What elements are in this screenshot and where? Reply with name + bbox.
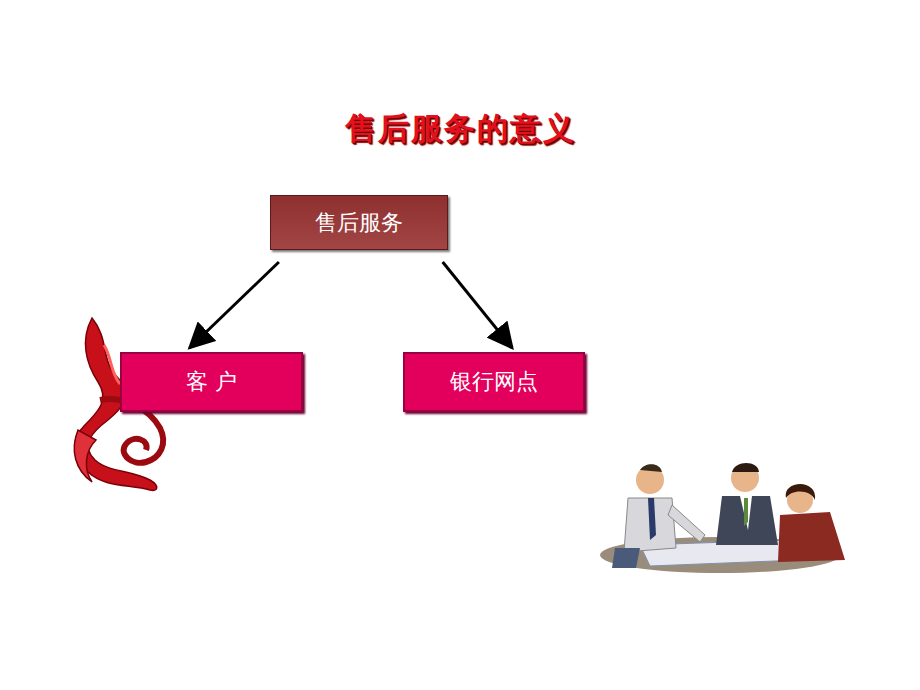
target-box: 银行网点 <box>403 352 585 412</box>
diagram-title: 售后服务的意义 <box>0 108 920 150</box>
arrow-connector <box>443 262 513 348</box>
box-label: 客 户 <box>186 367 237 397</box>
box-label: 银行网点 <box>450 367 538 397</box>
meeting-people <box>600 463 845 573</box>
arrow-connector <box>190 262 279 348</box>
box-label: 售后服务 <box>315 208 403 238</box>
root-box: 售后服务 <box>270 195 448 250</box>
target-box: 客 户 <box>120 352 303 412</box>
